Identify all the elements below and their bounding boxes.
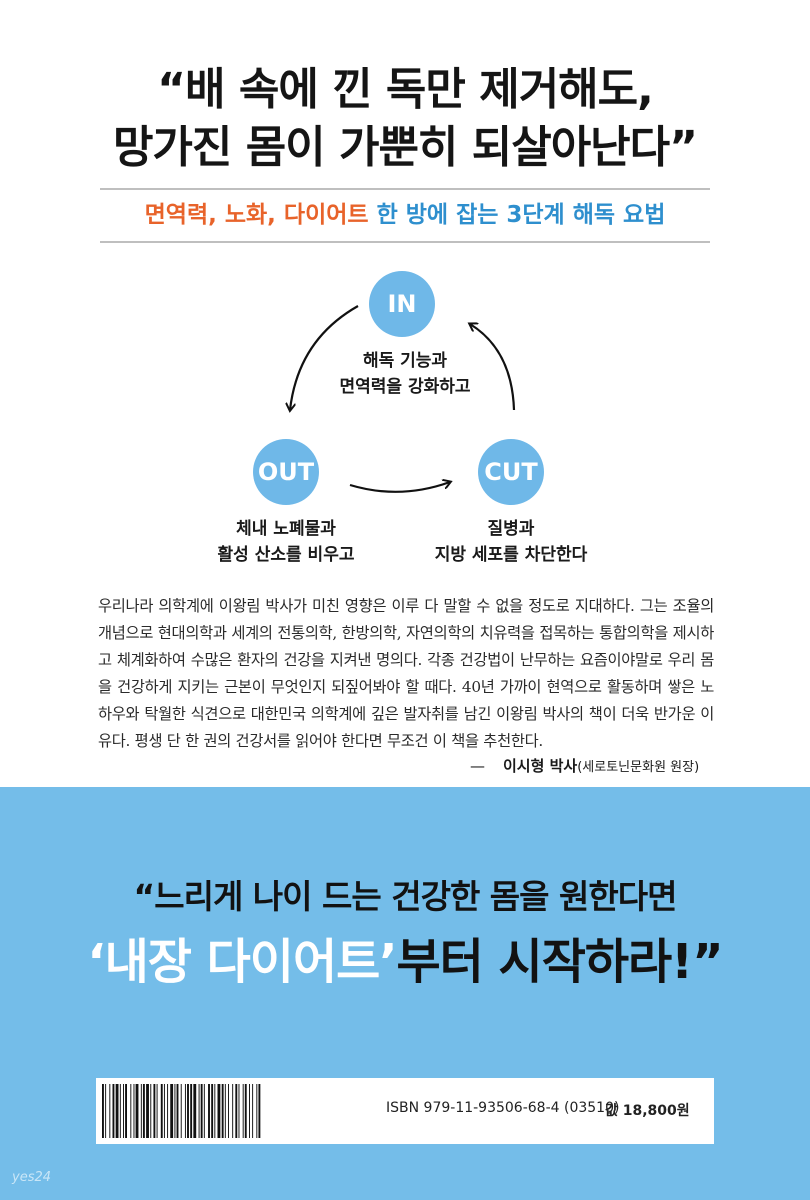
out-circle: OUT [253, 439, 319, 505]
barcode-bar [184, 1084, 186, 1138]
in-description: 해독 기능과 면역력을 강화하고 [305, 348, 505, 400]
barcode-bar [112, 1084, 115, 1138]
barcode-bar [109, 1084, 111, 1138]
barcode-bar [150, 1084, 152, 1138]
subtitle-rest: 한 방에 잡는 3단계 해독 요법 [368, 202, 666, 228]
in-line-1: 해독 기능과 [362, 351, 448, 371]
barcode-bar [224, 1084, 226, 1138]
barcode-bar [256, 1084, 258, 1138]
arrow-in-to-out [290, 305, 359, 410]
quote-highlight: ‘내장 다이어트’ [87, 934, 397, 990]
barcode-bar [203, 1084, 205, 1138]
barcode-bar [105, 1084, 107, 1138]
barcode-panel: ISBN 979-11-93506-68-4 (03510) 값 18,800원 [96, 1078, 714, 1144]
subtitle-highlight: 면역력, 노화, 다이어트 [144, 202, 369, 228]
barcode-bar [156, 1084, 158, 1138]
top-rule [100, 188, 710, 190]
barcode-bar [221, 1084, 224, 1138]
watermark-logo: yes24 [12, 1170, 52, 1185]
price-text: 값 18,800원 [605, 1103, 690, 1119]
quote-rest: 부터 시작하라!” [396, 934, 724, 990]
barcode-bar [115, 1084, 119, 1138]
barcode-bar [140, 1084, 142, 1138]
barcode-bar [119, 1084, 121, 1138]
barcode-bar [244, 1084, 247, 1138]
barcode-bar [200, 1084, 203, 1138]
endorsement-signature: — 이시형 박사(세로토닌문화원 원장) [470, 755, 699, 776]
barcode-bar [125, 1084, 127, 1138]
barcode-bar [217, 1084, 221, 1138]
barcode-bar [235, 1084, 238, 1138]
barcode-bar [135, 1084, 139, 1138]
barcode-bar [133, 1084, 135, 1138]
barcode-bar [170, 1084, 174, 1138]
out-line-1: 체내 노폐물과 [236, 519, 336, 539]
barcode-bar [211, 1084, 214, 1138]
barcode-bar [228, 1084, 229, 1138]
cut-line-2: 지방 세포를 차단한다 [434, 545, 588, 565]
barcode-bar [130, 1084, 132, 1138]
barcode-bar [174, 1084, 176, 1138]
barcode-bar [167, 1084, 169, 1138]
cut-line-1: 질병과 [487, 519, 535, 539]
subtitle: 면역력, 노화, 다이어트 한 방에 잡는 3단계 해독 요법 [0, 198, 810, 232]
arrow-out-to-cut [349, 482, 450, 493]
upper-cover [0, 0, 810, 787]
barcode-bar [123, 1084, 124, 1138]
headline-line-1: “배 속에 낀 독만 제거해도, [157, 64, 654, 115]
barcode-bar [153, 1084, 156, 1138]
out-description: 체내 노폐물과 활성 산소를 비우고 [186, 516, 386, 568]
barcode-bar [146, 1084, 149, 1138]
barcode-bar [258, 1084, 261, 1138]
signature-name: 이시형 박사 [503, 757, 578, 775]
barcode-bar [190, 1084, 193, 1138]
in-line-2: 면역력을 강화하고 [339, 377, 471, 397]
cut-description: 질병과 지방 세포를 차단한다 [411, 516, 611, 568]
barcode-bar [163, 1084, 165, 1138]
arrow-cut-to-in [470, 324, 516, 411]
barcode-bar [249, 1084, 250, 1138]
quote-line-1: “느리게 나이 드는 건강한 몸을 원한다면 [133, 877, 678, 916]
cut-circle: CUT [478, 439, 544, 505]
barcode-bar [214, 1084, 216, 1138]
barcode-bar [176, 1084, 179, 1138]
out-line-2: 활성 산소를 비우고 [217, 545, 355, 565]
barcode-image [102, 1084, 261, 1138]
isbn-text: ISBN 979-11-93506-68-4 (03510) [386, 1100, 620, 1116]
barcode-bar [187, 1084, 189, 1138]
barcode-bar [198, 1084, 200, 1138]
barcode-bar [102, 1084, 104, 1138]
cycle-arrows [0, 305, 516, 493]
barcode-bar [242, 1084, 244, 1138]
barcode-bar [142, 1084, 145, 1138]
in-circle: IN [369, 271, 435, 337]
barcode-bar [238, 1084, 240, 1138]
endorsement-text: 우리나라 의학계에 이왕림 박사가 미친 영향은 이루 다 말할 수 없을 정도… [98, 593, 714, 755]
barcode-bar [208, 1084, 210, 1138]
quote-line-2: ‘내장 다이어트’부터 시작하라!” [0, 922, 810, 992]
endorsement-body: 우리나라 의학계에 이왕림 박사가 미친 영향은 이루 다 말할 수 없을 정도… [98, 597, 714, 750]
signature-affiliation: (세로토닌문화원 원장) [577, 760, 700, 775]
signature-dash: — [470, 757, 485, 775]
barcode-bar [180, 1084, 182, 1138]
barcode-bar [252, 1084, 254, 1138]
headline-line-2: 망가진 몸이 가뿐히 되살아난다” [112, 122, 698, 173]
barcode-bar [193, 1084, 197, 1138]
bottom-rule [100, 241, 710, 243]
barcode-bar [160, 1084, 163, 1138]
barcode-bar [232, 1084, 234, 1138]
